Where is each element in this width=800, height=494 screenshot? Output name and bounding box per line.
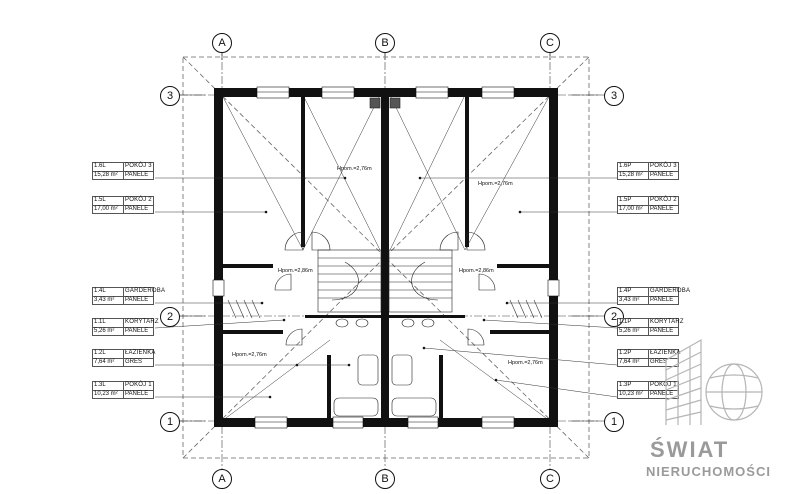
room-area: 10,23 m²: [619, 391, 643, 397]
height-label: Hpom.=2,86m: [459, 268, 494, 274]
room-code: 1.6L: [94, 163, 106, 169]
axis-bubble-c-top: C: [540, 33, 560, 53]
room-area: 3,43 m²: [619, 297, 640, 303]
room-name: ŁAZIENKA: [650, 350, 681, 356]
axis-bubble-c-bottom: C: [540, 469, 560, 489]
room-area: 5,26 m²: [619, 328, 640, 334]
interior-walls: [223, 97, 549, 418]
room-legend-right: 1.5P POKÓJ 2 17,00 m² PANELE: [617, 196, 679, 214]
leader-lines-right: [420, 177, 618, 398]
leader-lines-left: [154, 177, 349, 398]
room-name: GARDEROBA: [650, 288, 691, 294]
axis-bubble-b-top: B: [375, 33, 395, 53]
room-area: 3,43 m²: [94, 297, 115, 303]
room-area: 7,64 m²: [619, 359, 640, 365]
room-legend-left: 1.4L GARDEROBA 3,43 m² PANELE: [92, 287, 166, 305]
axis-bubble-3-right: 3: [604, 86, 624, 106]
watermark-logo: [665, 338, 763, 425]
exterior-walls: [214, 88, 558, 427]
room-area: 17,00 m²: [94, 206, 118, 212]
room-area: 15,28 m²: [619, 172, 643, 178]
axis-bubble-2-left: 2: [160, 307, 180, 327]
room-name: POKÓJ 2: [650, 197, 677, 203]
room-legend-right: 1.1P KORYTARZ 5,26 m² PANELE: [617, 318, 684, 336]
room-legend-left: 1.2L ŁAZIENKA 7,64 m² GRES: [92, 349, 156, 367]
room-name: POKÓJ 3: [650, 163, 677, 169]
room-finish: GRES: [125, 359, 143, 365]
room-name: KORYTARZ: [650, 319, 684, 325]
axis-bubble-2-right: 2: [604, 307, 624, 327]
room-code: 1.4L: [94, 288, 106, 294]
room-code: 1.3P: [619, 382, 632, 388]
room-area: 10,23 m²: [94, 391, 118, 397]
room-legend-left: 1.5L POKÓJ 2 17,00 m² PANELE: [92, 196, 154, 214]
room-code: 1.2L: [94, 350, 106, 356]
axis-bubble-1-right: 1: [604, 412, 624, 432]
height-label: Hpom.=2,86m: [278, 268, 313, 274]
room-finish: PANELE: [650, 172, 674, 178]
room-code: 1.4P: [619, 288, 632, 294]
room-finish: PANELE: [125, 172, 149, 178]
axis-bubble-1-left: 1: [160, 412, 180, 432]
room-name: ŁAZIENKA: [125, 350, 156, 356]
height-label: Hpom.=2,76m: [478, 181, 513, 187]
room-legend-left: 1.3L POKÓJ 1 10,23 m² PANELE: [92, 381, 154, 399]
room-code: 1.5L: [94, 197, 106, 203]
room-legend-right: 1.6P POKÓJ 3 15,28 m² PANELE: [617, 162, 679, 180]
room-name: POKÓJ 2: [125, 197, 152, 203]
axis-bubble-a-bottom: A: [212, 469, 232, 489]
axis-bubble-3-left: 3: [160, 86, 180, 106]
room-finish: PANELE: [125, 206, 149, 212]
room-finish: PANELE: [125, 328, 149, 334]
doors: [274, 231, 496, 346]
room-code: 1.1L: [94, 319, 106, 325]
side-windows: [212, 279, 560, 297]
staircase-left: [317, 249, 382, 313]
axis-bubble-a-top: A: [212, 33, 232, 53]
room-finish: GRES: [650, 359, 668, 365]
top-windows: [256, 86, 515, 99]
room-finish: PANELE: [125, 297, 149, 303]
room-name: POKÓJ 1: [125, 382, 152, 388]
watermark-text-main: ŚWIAT: [650, 437, 730, 462]
room-finish: PANELE: [650, 391, 674, 397]
watermark-text-sub: NIERUCHOMOŚCI: [646, 464, 771, 479]
height-label: Hpom.=2,76m: [508, 360, 543, 366]
room-finish: PANELE: [650, 206, 674, 212]
room-area: 15,28 m²: [94, 172, 118, 178]
room-code: 1.5P: [619, 197, 632, 203]
room-code: 1.6P: [619, 163, 632, 169]
room-legend-right: 1.4P GARDEROBA 3,43 m² PANELE: [617, 287, 691, 305]
height-label: Hpom.=2,76m: [232, 352, 267, 358]
staircase-right: [388, 249, 453, 313]
room-name: POKÓJ 3: [125, 163, 152, 169]
axis-bubble-b-bottom: B: [375, 469, 395, 489]
room-finish: PANELE: [125, 391, 149, 397]
bottom-windows: [254, 416, 515, 429]
room-code: 1.1P: [619, 319, 632, 325]
room-area: 7,64 m²: [94, 359, 115, 365]
height-label: Hpom.=2,76m: [337, 166, 372, 172]
room-code: 1.2P: [619, 350, 632, 356]
room-diagonals: [221, 94, 551, 422]
room-name: KORYTARZ: [125, 319, 159, 325]
room-legend-left: 1.1L KORYTARZ 5,26 m² PANELE: [92, 318, 159, 336]
room-legend-left: 1.6L POKÓJ 3 15,28 m² PANELE: [92, 162, 154, 180]
roof-outline: [182, 56, 590, 459]
room-area: 17,00 m²: [619, 206, 643, 212]
bathroom-fixtures: [333, 97, 437, 417]
axis-bubble-lines: [178, 50, 605, 422]
room-name: GARDEROBA: [125, 288, 166, 294]
room-name: POKÓJ 1: [650, 382, 677, 388]
room-finish: PANELE: [650, 328, 674, 334]
room-finish: PANELE: [650, 297, 674, 303]
room-code: 1.3L: [94, 382, 106, 388]
room-area: 5,26 m²: [94, 328, 115, 334]
